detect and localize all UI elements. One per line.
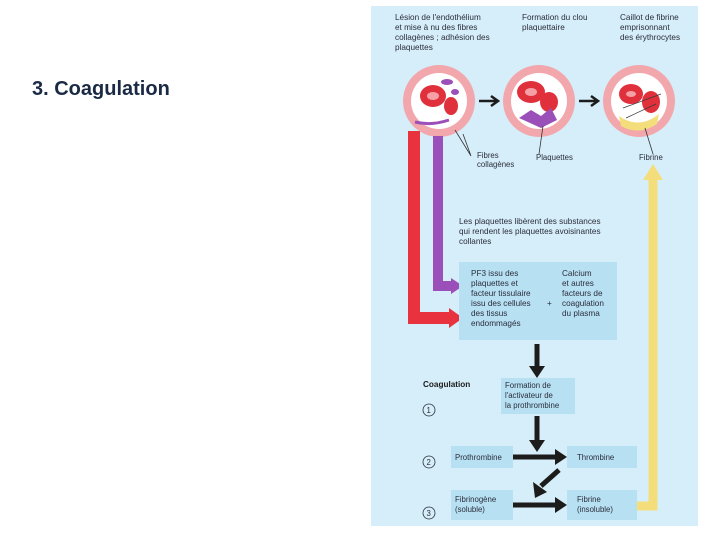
factors-plus: + xyxy=(547,299,552,308)
svg-text:1: 1 xyxy=(427,406,431,415)
label-plaquettes: Plaquettes xyxy=(536,153,573,162)
slide-title: 3. Coagulation xyxy=(32,78,170,101)
coagulation-heading: Coagulation xyxy=(423,380,470,389)
svg-text:3: 3 xyxy=(427,509,431,518)
vessel-platelet-plug-illustration xyxy=(503,65,575,137)
thrombine-text: Thrombine xyxy=(577,453,614,462)
prothrombine-text: Prothrombine xyxy=(455,453,502,462)
svg-text:2: 2 xyxy=(427,458,431,467)
label-fibrine: Fibrine xyxy=(639,153,663,162)
vessel-fibrin-clot-illustration xyxy=(603,65,675,137)
vessel-lesion-illustration xyxy=(403,65,475,137)
